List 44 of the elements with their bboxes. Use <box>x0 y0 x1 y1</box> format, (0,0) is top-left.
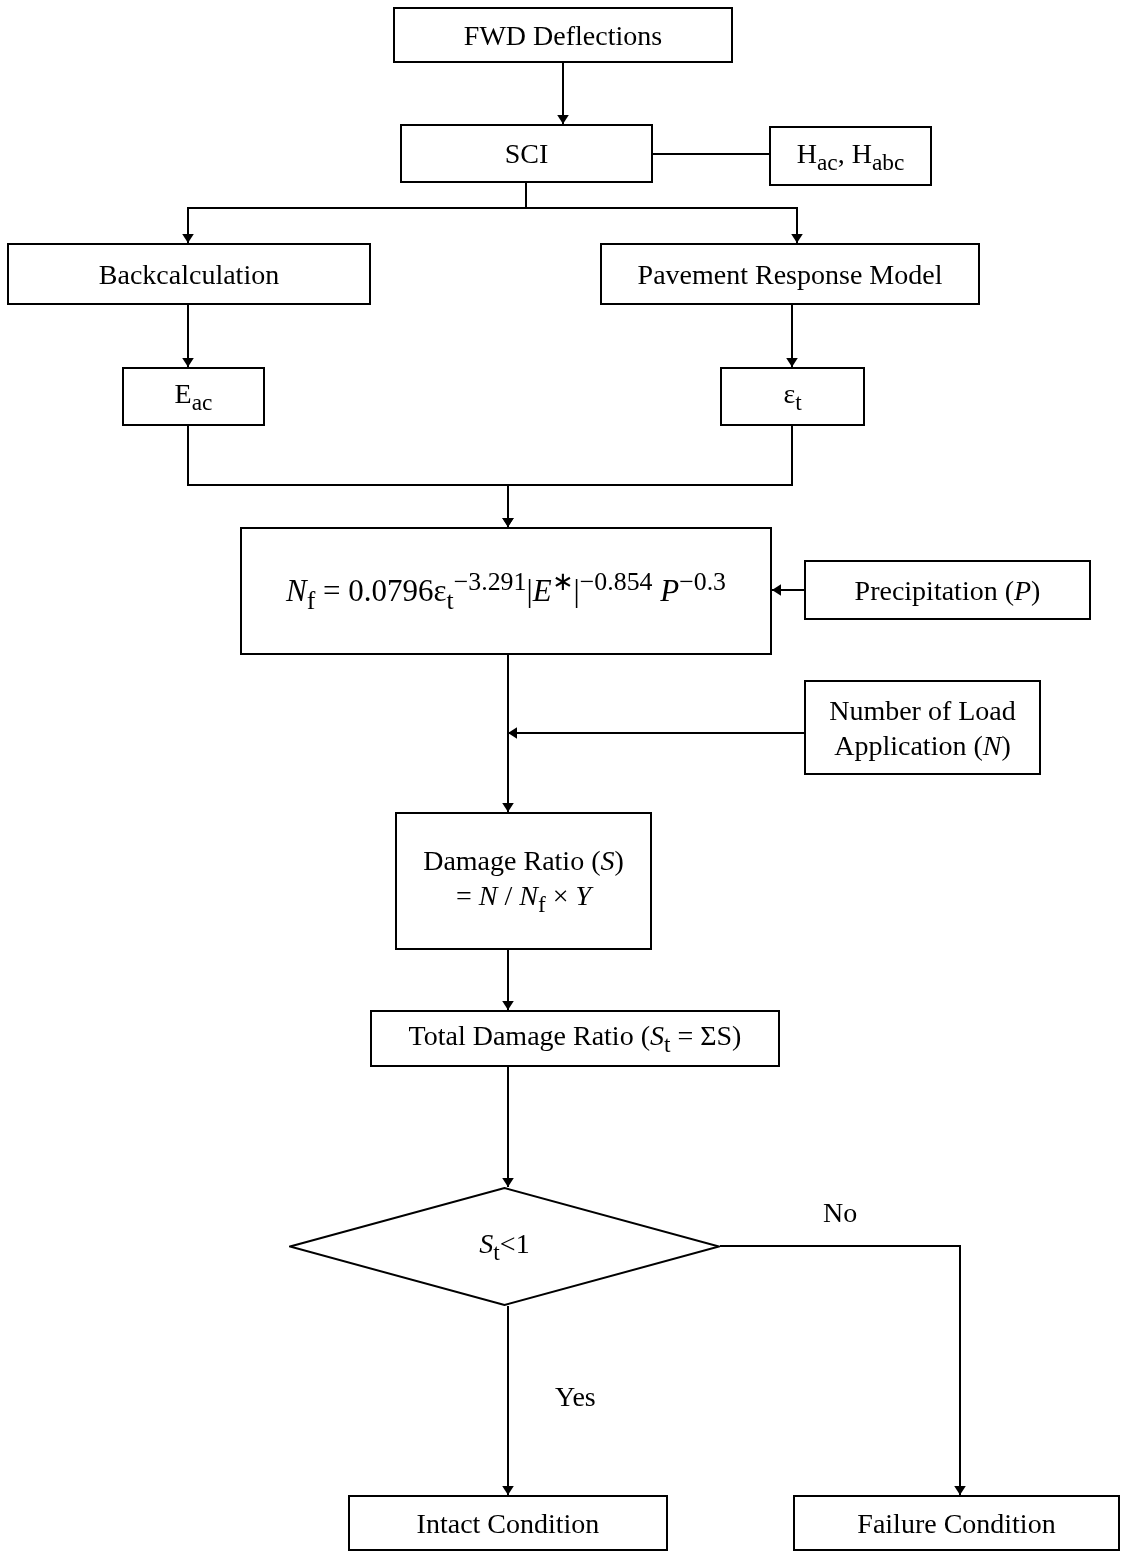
arrow <box>525 182 803 244</box>
process-box <box>393 7 733 63</box>
node-label: SCI <box>504 137 549 171</box>
node-label: Total Damage Ratio (S$_{t}$ = ΣS) <box>408 1019 742 1059</box>
node-label: Backcalculation <box>98 257 280 292</box>
process-box <box>240 527 772 655</box>
process-box <box>395 812 652 950</box>
arrow <box>502 654 514 813</box>
process-box <box>122 367 265 426</box>
connector-line <box>652 153 770 155</box>
process-box <box>400 124 653 183</box>
node-label: Number of Load Application (N) <box>828 693 1017 763</box>
arrow <box>771 584 805 596</box>
formula-text: Damage Ratio (S) <box>423 844 624 879</box>
node-label: FWD Deflections <box>463 18 663 53</box>
formula-text: N$_{f}$ = 0.0796ε$_{t}$$^{−3.291}$|E$^{∗}$|$^{−0.854}$ P$^{−0.3}$ <box>285 565 726 617</box>
node-label: Failure Condition <box>857 1506 1056 1541</box>
process-box <box>804 560 1091 620</box>
process-box <box>720 367 865 426</box>
process-box <box>348 1495 668 1551</box>
arrow <box>502 1305 514 1496</box>
arrow <box>719 1245 966 1496</box>
node-label: Intact Condition <box>416 1506 600 1541</box>
process-box <box>793 1495 1120 1551</box>
node-label: E$_{ac}$ <box>174 377 213 417</box>
arrow <box>182 304 194 368</box>
formula-text: = N / N$_{f}$ × Y <box>455 879 592 919</box>
arrow <box>557 62 569 125</box>
arrow <box>502 949 514 1011</box>
process-box <box>804 680 1041 775</box>
node-label: Precipitation (P) <box>854 573 1041 608</box>
process-box <box>7 243 371 305</box>
node-label: ε$_{t}$ <box>783 377 802 417</box>
process-box <box>370 1010 780 1067</box>
node-label: H$_{ac}$, H$_{abc}$ <box>796 136 905 177</box>
arrow <box>786 304 798 368</box>
decision-diamond <box>289 1187 720 1306</box>
process-box <box>600 243 980 305</box>
process-box <box>769 126 932 186</box>
arrow <box>502 425 793 528</box>
arrow <box>502 1066 514 1188</box>
arrow <box>507 727 805 739</box>
node-label: S$_{t}$<1 <box>479 1227 530 1267</box>
node-label: Pavement Response Model <box>637 257 943 292</box>
